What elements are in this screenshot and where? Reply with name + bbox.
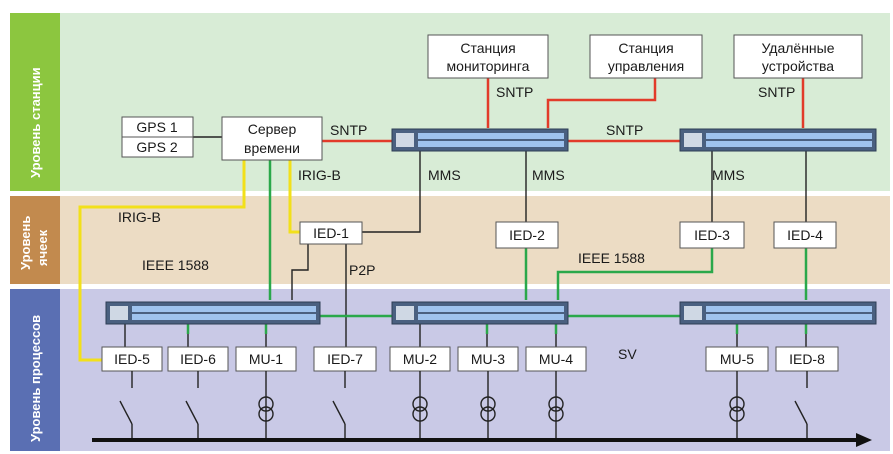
ied8-box	[775, 346, 839, 372]
sntp-label-switches: SNTP	[606, 122, 643, 138]
gps2-box	[121, 136, 194, 158]
mms-label-1: MMS	[428, 167, 461, 183]
ied7-label: IED-7	[327, 351, 363, 367]
ied5-label: IED-5	[114, 351, 150, 367]
ied2-label: IED-2	[509, 227, 545, 243]
ieee1588-links	[186, 160, 808, 334]
ied1-label: IED-1	[313, 225, 349, 241]
mu2-label: MU-2	[403, 351, 437, 367]
disconnector-icons	[119, 371, 808, 440]
mu4-label: MU-4	[539, 351, 573, 367]
time-server-label-2: времени	[244, 140, 300, 156]
monitoring-label-2: мониторинга	[447, 58, 530, 74]
ieee1588-label-1: IEEE 1588	[142, 257, 209, 273]
station-band	[10, 13, 60, 191]
control-station-box	[589, 34, 703, 79]
mu3-box	[457, 346, 519, 372]
control-label-1: Станция	[618, 40, 673, 56]
mu5-label: MU-5	[720, 351, 754, 367]
ied4-label: IED-4	[787, 227, 823, 243]
sntp-label-server: SNTP	[330, 122, 367, 138]
gps1-label: GPS 1	[136, 119, 177, 135]
station-level-label: Уровень станции	[28, 67, 43, 178]
mu5-box	[705, 346, 769, 372]
irigb-label-2: IRIG-B	[118, 209, 161, 225]
remote-devices-box	[733, 34, 863, 79]
bay-level-label-2: ячеек	[35, 229, 50, 266]
sntp-label-monitoring: SNTP	[496, 84, 533, 100]
switch-station-2	[679, 128, 877, 152]
mu2-box	[389, 346, 451, 372]
remote-label-2: устройства	[762, 58, 834, 74]
ied3-box	[679, 221, 745, 249]
ied6-box	[167, 346, 229, 372]
sntp-label-remote: SNTP	[758, 84, 795, 100]
busbar-arrow	[92, 433, 872, 447]
ied6-label: IED-6	[180, 351, 216, 367]
process-level-label: Уровень процессов	[28, 315, 43, 442]
ied3-label: IED-3	[694, 227, 730, 243]
ieee1588-label-2: IEEE 1588	[578, 250, 645, 266]
mu4-box	[525, 346, 587, 372]
monitoring-label-1: Станция	[460, 40, 515, 56]
switch-process-2	[391, 301, 569, 325]
control-label-2: управления	[608, 58, 684, 74]
bay-band	[10, 196, 60, 284]
ied1-box	[299, 221, 363, 245]
mu3-label: MU-3	[471, 351, 505, 367]
irigb-links	[78, 160, 300, 362]
sv-label: SV	[618, 346, 637, 362]
time-server-label-1: Сервер	[248, 121, 297, 137]
remote-label-1: Удалённые	[761, 40, 834, 56]
ied2-box	[495, 221, 559, 249]
sntp-links	[322, 78, 805, 143]
transformer-icons	[258, 371, 745, 440]
ied8-label: IED-8	[789, 351, 825, 367]
mu1-label: MU-1	[249, 351, 283, 367]
bay-level-label-1: Уровень	[18, 216, 33, 270]
gps2-label: GPS 2	[136, 139, 177, 155]
monitoring-station-box	[427, 34, 549, 79]
switch-process-1	[105, 301, 321, 325]
mms-label-3: MMS	[712, 167, 745, 183]
switch-process-3	[679, 301, 877, 325]
process-band	[10, 289, 60, 451]
ied4-box	[773, 221, 837, 249]
switch-station-1	[391, 128, 569, 152]
irigb-label-1: IRIG-B	[298, 167, 341, 183]
mu1-box	[235, 346, 297, 372]
mms-label-2: MMS	[532, 167, 565, 183]
p2p-label: P2P	[349, 262, 375, 278]
mms-links	[124, 136, 807, 347]
time-server-box	[221, 116, 323, 161]
